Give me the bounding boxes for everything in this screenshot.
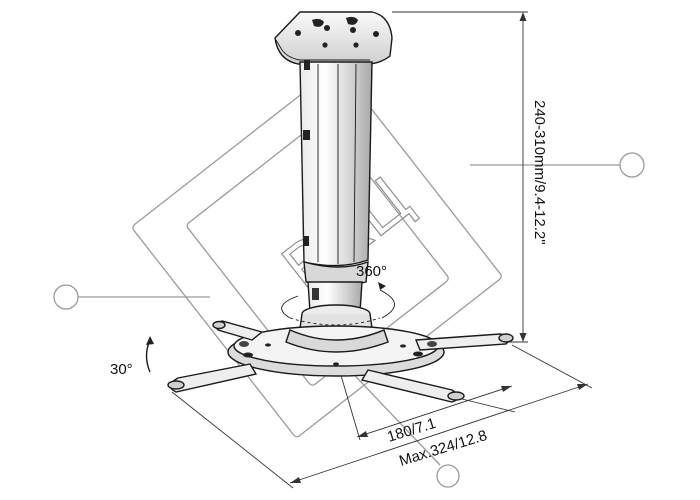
ceiling-hole-4 (373, 31, 379, 37)
rotation-arc-front (281, 289, 395, 319)
plate-hole-left (265, 343, 271, 347)
plate-hole-right (400, 344, 406, 348)
ceiling-hole-1 (295, 30, 301, 36)
arm-bolt-1 (239, 341, 249, 347)
outer-tube (299, 60, 373, 287)
tube-edge-3 (353, 63, 357, 263)
arm-span-label: 180/7.1 (385, 415, 438, 446)
plate-cone (285, 329, 389, 353)
max-span-arrow-right (577, 384, 588, 390)
mounting-arms (167, 320, 514, 403)
arm-front-right (360, 369, 459, 403)
rotation-label: 360° (356, 263, 387, 280)
plate-hole-front (333, 362, 339, 366)
max-span-line (289, 383, 589, 484)
foot-front-left (167, 380, 185, 390)
plate-slot-right (413, 351, 423, 357)
height-dimension: 240-310mm/9.4-12.2" (392, 11, 548, 343)
projector-plate (227, 325, 445, 377)
curved-tilt-arrow-icon (146, 336, 154, 345)
watermark-circle-right (619, 152, 645, 178)
tube-knob-low (303, 236, 309, 246)
tilt-label: 30° (110, 361, 133, 378)
tilt-indicator: 30° (110, 336, 154, 378)
ceiling-hole-6 (353, 42, 359, 48)
ceiling-hole-3 (350, 27, 356, 33)
ceiling-plate (274, 11, 393, 65)
height-arrow-bottom (519, 333, 527, 342)
ceiling-hole-5 (322, 42, 328, 48)
rotation-indicator: 360° (281, 263, 395, 326)
arm-bolt-2 (427, 341, 437, 347)
ceiling-hole-2 (324, 25, 330, 31)
foot-back-left (212, 320, 226, 330)
height-range-label: 240-310mm/9.4-12.2" (531, 100, 548, 245)
ceiling-slot-1 (312, 18, 324, 27)
arm-span-arrow-left (357, 431, 368, 437)
tube-knob-top (304, 60, 310, 70)
ceiling-bracket (274, 11, 393, 65)
foot-back-right (498, 333, 514, 343)
plate-slot-left (243, 352, 253, 358)
arm-span-arrow-right (501, 386, 512, 392)
max-span-extension-left (171, 391, 294, 489)
foot-front-right (447, 391, 465, 401)
arm-span-line (356, 385, 513, 438)
watermark-line-bottom (339, 359, 441, 466)
watermark-circle-bottom (436, 464, 460, 488)
max-span-arrow-left (290, 477, 301, 483)
outer-tube-body (299, 61, 373, 267)
arm-span-extension-left (339, 371, 361, 441)
max-span-extension-right (511, 344, 593, 389)
height-arrow-top (519, 12, 527, 21)
span-extension-mid (457, 397, 516, 413)
ceiling-slot-2 (346, 16, 358, 25)
tube-knob-mid (303, 130, 310, 140)
watermark-circle-left (53, 284, 79, 310)
circular-arrow-icon (378, 282, 386, 290)
arm-front-left (169, 363, 258, 393)
ceiling-plate-edge (275, 39, 370, 61)
swivel-screw (312, 288, 319, 300)
swivel-joint (299, 281, 373, 336)
